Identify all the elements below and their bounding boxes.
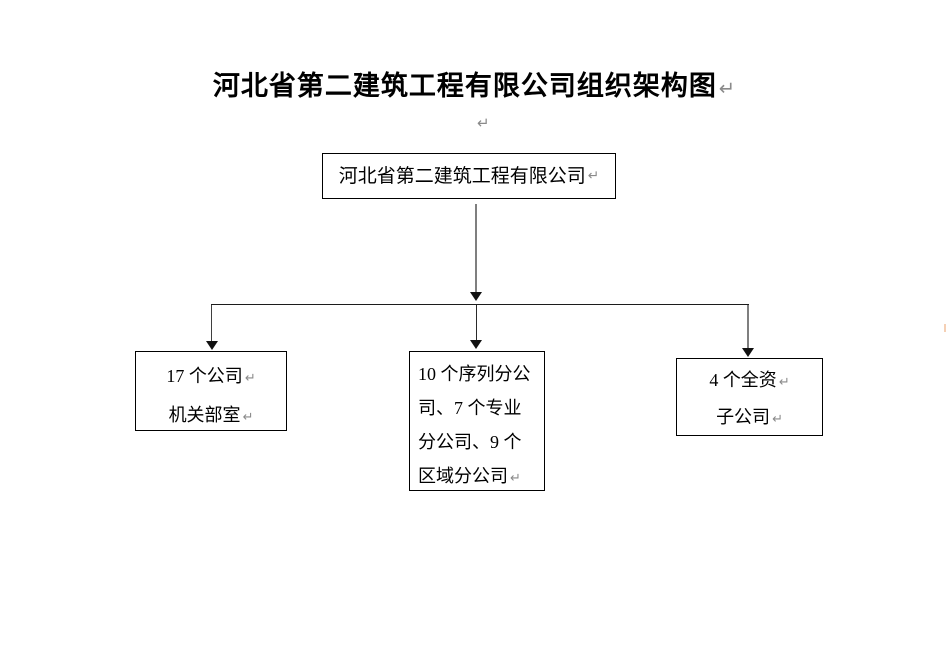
paragraph-mark-icon: ↵	[718, 77, 737, 100]
right-edge-artifact	[944, 324, 946, 332]
org-box-subsidiaries[interactable]: 4 个全资↵ 子公司↵	[676, 358, 823, 436]
arrow-down-icon	[470, 292, 482, 301]
paragraph-mark-icon: ↵	[587, 167, 600, 184]
org-box-line: 分公司、9 个	[418, 425, 544, 459]
org-box-line-text: 机关部室	[168, 405, 241, 425]
org-box-line-text: 区域分公司	[418, 466, 508, 486]
org-box-line: 17 个公司↵	[136, 358, 286, 397]
org-box-line-text: 4 个全资	[709, 370, 777, 390]
org-box-line-text: 17 个公司	[166, 366, 243, 386]
org-box-line: 机关部室↵	[136, 397, 286, 436]
org-box-company-offices[interactable]: 17 个公司↵ 机关部室↵	[135, 351, 287, 431]
org-box-line-text: 10 个序列分公	[418, 364, 531, 384]
page-title-text: 河北省第二建筑工程有限公司组织架构图	[212, 71, 717, 102]
arrow-down-icon	[206, 341, 218, 350]
paragraph-mark-icon: ↵	[778, 375, 790, 390]
paragraph-mark-icon: ↵	[477, 114, 490, 132]
org-box-line-text: 司、7 个专业	[418, 398, 522, 418]
org-box-line-text: 分公司、9 个	[418, 432, 522, 452]
connector-left-shaft	[211, 305, 212, 341]
org-box-line: 4 个全资↵	[677, 363, 822, 400]
org-box-root-label: 河北省第二建筑工程有限公司	[338, 165, 586, 187]
connector-horizontal-rail	[211, 304, 749, 305]
paragraph-mark-icon: ↵	[772, 412, 783, 427]
connector-middle-shaft	[476, 305, 477, 340]
page-title: 河北省第二建筑工程有限公司组织架构图↵	[0, 64, 949, 103]
org-box-line: 司、7 个专业	[418, 391, 544, 425]
paragraph-mark-icon: ↵	[244, 371, 256, 386]
org-box-line-text: 子公司	[716, 407, 771, 427]
org-box-root-company[interactable]: 河北省第二建筑工程有限公司↵	[322, 153, 616, 199]
arrow-down-icon	[742, 348, 754, 357]
arrow-down-icon	[470, 340, 482, 349]
connector-right-shaft	[747, 305, 749, 348]
paragraph-mark-icon: ↵	[242, 410, 254, 425]
org-box-line: 区域分公司↵	[418, 459, 544, 496]
org-box-line: 10 个序列分公	[418, 357, 544, 391]
org-box-line: 子公司↵	[677, 400, 822, 437]
paragraph-mark-icon: ↵	[510, 471, 521, 486]
connector-root-shaft	[475, 204, 477, 292]
org-box-branch-companies[interactable]: 10 个序列分公 司、7 个专业 分公司、9 个 区域分公司↵	[409, 351, 545, 491]
